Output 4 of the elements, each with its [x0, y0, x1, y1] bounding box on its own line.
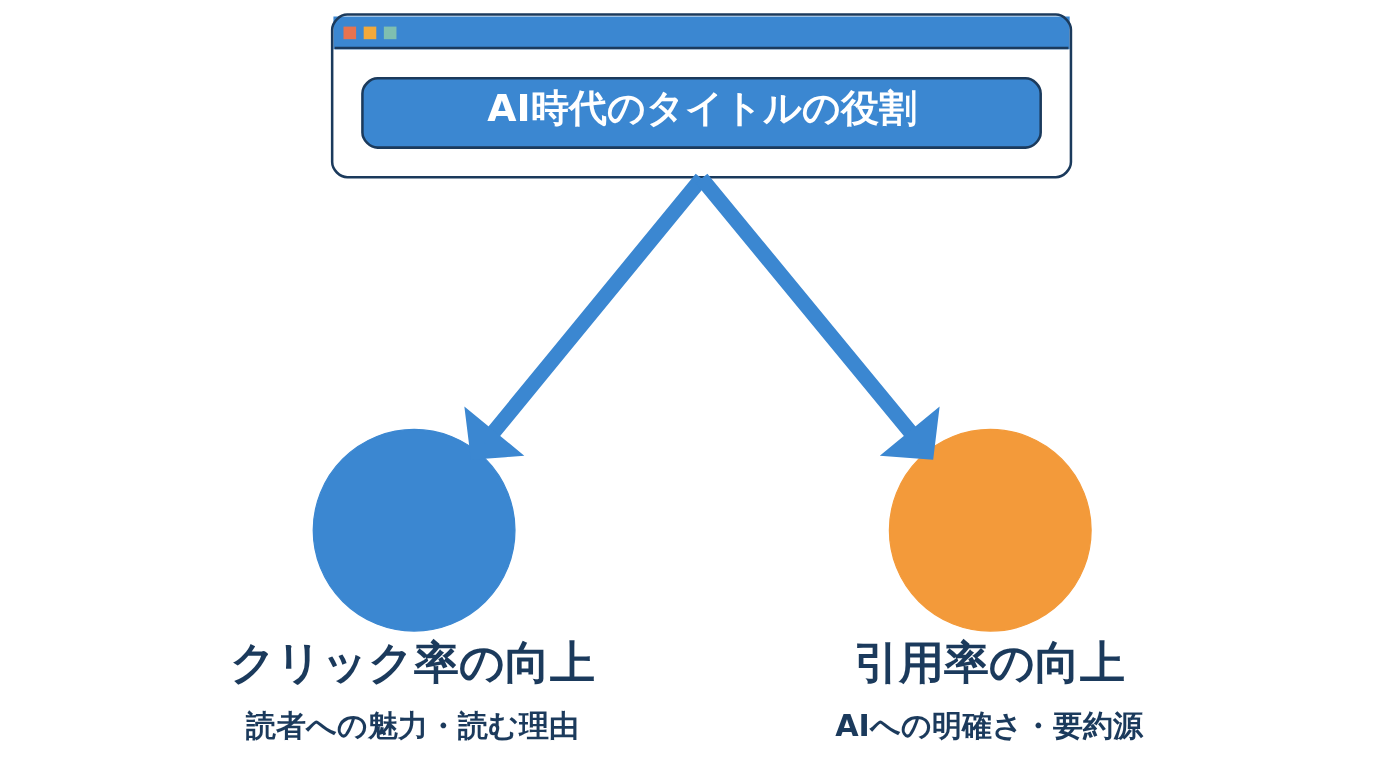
node-label: 引用率の向上 [854, 635, 1126, 689]
node-label: クリック率の向上 [230, 635, 596, 689]
node-label: AIへの明確さ・要約源 [835, 707, 1143, 743]
node-label: 読者への魅力・読む理由 [245, 707, 579, 743]
